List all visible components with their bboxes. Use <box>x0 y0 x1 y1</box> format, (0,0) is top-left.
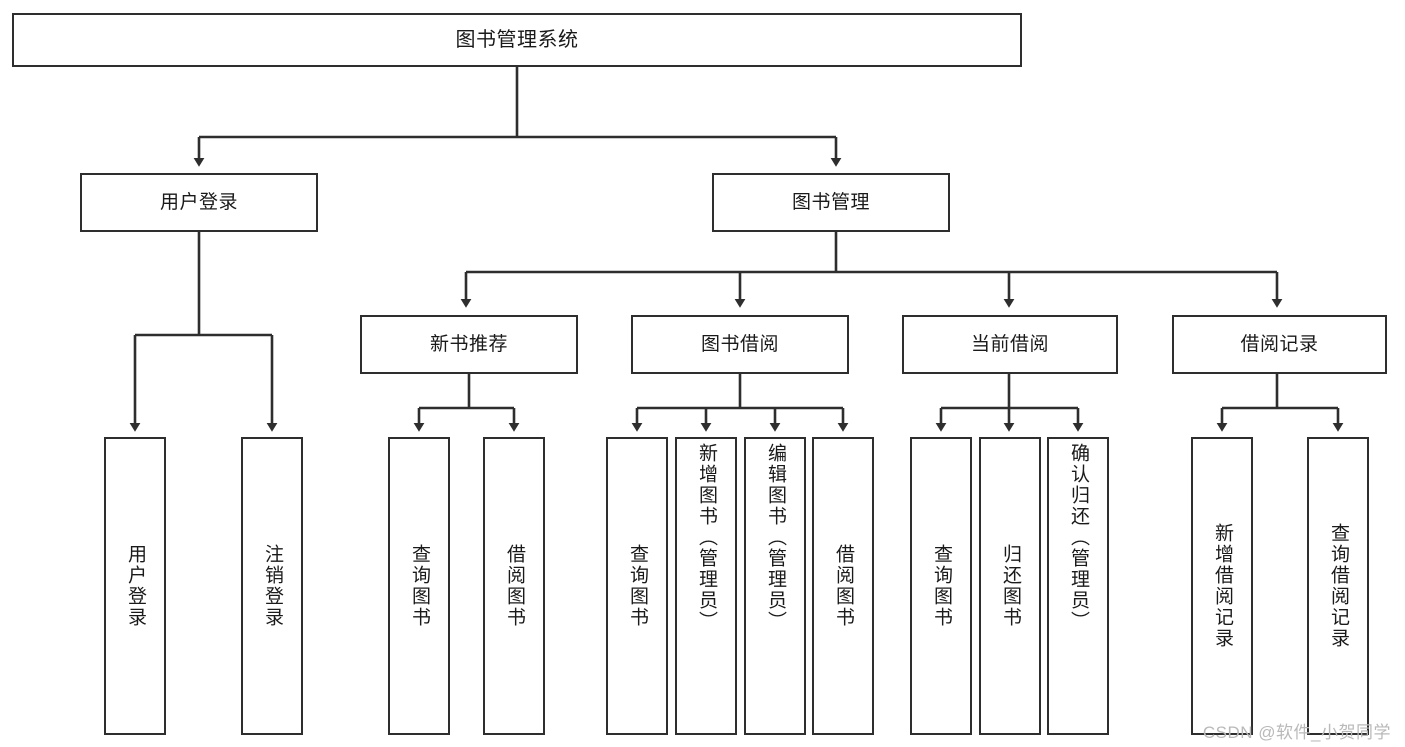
node-label: 确认归还（管理员） <box>1068 443 1090 632</box>
node-leaf-add-borrow-record[interactable]: 新增借阅记录 <box>1191 437 1253 735</box>
node-label: 用户登录 <box>159 191 238 213</box>
node-label: 图书管理系统 <box>455 28 579 51</box>
node-label: 新增图书（管理员） <box>696 443 718 632</box>
node-root-book-management-system[interactable]: 图书管理系统 <box>12 13 1022 67</box>
node-label: 借阅图书 <box>833 544 855 628</box>
node-label: 编辑图书（管理员） <box>765 443 787 632</box>
node-leaf-add-book-admin[interactable]: 新增图书（管理员） <box>675 437 737 735</box>
node-borrow-record[interactable]: 借阅记录 <box>1172 315 1387 374</box>
node-leaf-confirm-return-admin[interactable]: 确认归还（管理员） <box>1047 437 1109 735</box>
node-book-borrow[interactable]: 图书借阅 <box>631 315 849 374</box>
node-label: 查询图书 <box>931 544 953 628</box>
node-current-borrow[interactable]: 当前借阅 <box>902 315 1118 374</box>
watermark-text: CSDN @软件_小贺同学 <box>1202 723 1391 742</box>
node-label: 新增借阅记录 <box>1212 523 1234 649</box>
node-label: 新书推荐 <box>429 333 508 355</box>
node-leaf-query-book-borrow[interactable]: 查询图书 <box>606 437 668 735</box>
node-label: 查询图书 <box>627 544 649 628</box>
node-leaf-edit-book-admin[interactable]: 编辑图书（管理员） <box>744 437 806 735</box>
node-user-login[interactable]: 用户登录 <box>80 173 318 232</box>
node-label: 图书管理 <box>791 191 870 213</box>
node-leaf-query-book-current[interactable]: 查询图书 <box>910 437 972 735</box>
node-label: 查询借阅记录 <box>1328 523 1350 649</box>
node-label: 借阅图书 <box>504 544 526 628</box>
node-label: 图书借阅 <box>700 333 779 355</box>
node-leaf-user-login[interactable]: 用户登录 <box>104 437 166 735</box>
node-leaf-borrow-book[interactable]: 借阅图书 <box>812 437 874 735</box>
node-leaf-user-logout[interactable]: 注销登录 <box>241 437 303 735</box>
node-leaf-query-book-recommend[interactable]: 查询图书 <box>388 437 450 735</box>
node-label: 注销登录 <box>262 544 284 628</box>
node-label: 借阅记录 <box>1240 333 1319 355</box>
node-label: 查询图书 <box>409 544 431 628</box>
node-leaf-query-borrow-record[interactable]: 查询借阅记录 <box>1307 437 1369 735</box>
node-leaf-return-book[interactable]: 归还图书 <box>979 437 1041 735</box>
node-label: 当前借阅 <box>970 333 1049 355</box>
node-leaf-borrow-book-recommend[interactable]: 借阅图书 <box>483 437 545 735</box>
node-new-book-recommend[interactable]: 新书推荐 <box>360 315 578 374</box>
node-label: 用户登录 <box>125 544 147 628</box>
node-book-management[interactable]: 图书管理 <box>712 173 950 232</box>
node-label: 归还图书 <box>1000 544 1022 628</box>
